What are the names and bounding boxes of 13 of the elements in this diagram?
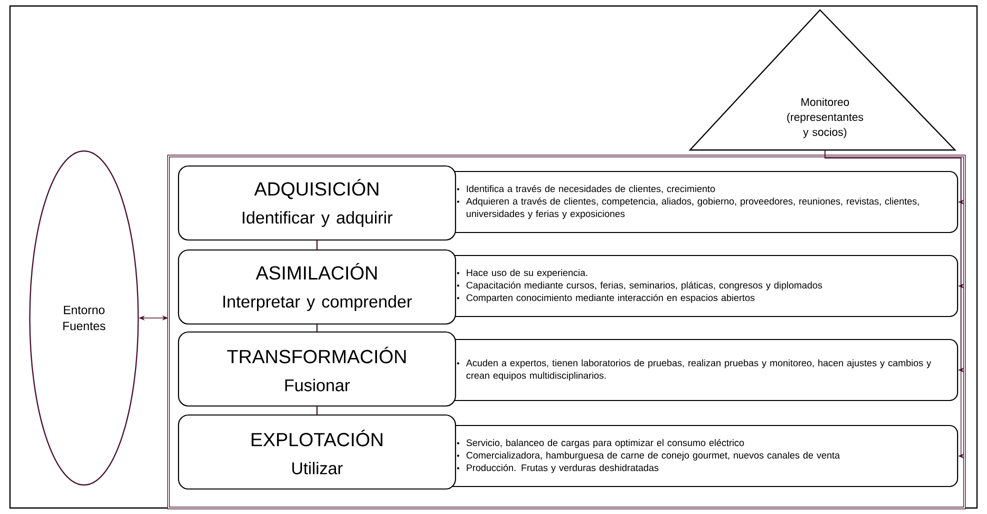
bullet-list-box: Hace uso de su experiencia. Capacitación mediante cursos, ferias, seminarios, pláticas, congresos y diplomados Comparten conocimiento mediante interacción en espacios abiertos <box>440 254 958 318</box>
connector-line <box>316 240 318 250</box>
stage-box: EXPLOTACIÓN Utilizar <box>178 414 456 490</box>
arrow <box>824 150 964 459</box>
bullet-list-box: Servicio, balanceo de cargas para optimizar el consumo eléctrico Comercializadora, hamburguesa de carne de conejo gourmet, nuevos canales de venta Producción. Frutas y verduras deshidratadas <box>440 424 958 488</box>
stage-box: TRANSFORMACIÓN Fusionar <box>178 331 456 407</box>
container-frame <box>167 154 966 510</box>
bullet-list-box: Acuden a expertos, tienen laboratorios de pruebas, realizan pruebas y monitoreo, hacen ajustes y cambios y crean equipos multidisciplinarios. <box>440 338 958 402</box>
stage-box: ADQUISICIÓN Identificar y adquirir <box>178 165 456 241</box>
connector-line <box>316 406 318 414</box>
connector-line <box>316 324 318 332</box>
stage-box: ASIMILACIÓN Interpretar y comprender <box>178 249 456 325</box>
bullet-list-box: Identifica a través de necesidades de clientes, crecimiento Adquieren a través de clientes, competencia, aliados, gobierno, proveedores, reuniones, revistas, clientes, universidades y ferias y exposiciones <box>440 170 958 234</box>
